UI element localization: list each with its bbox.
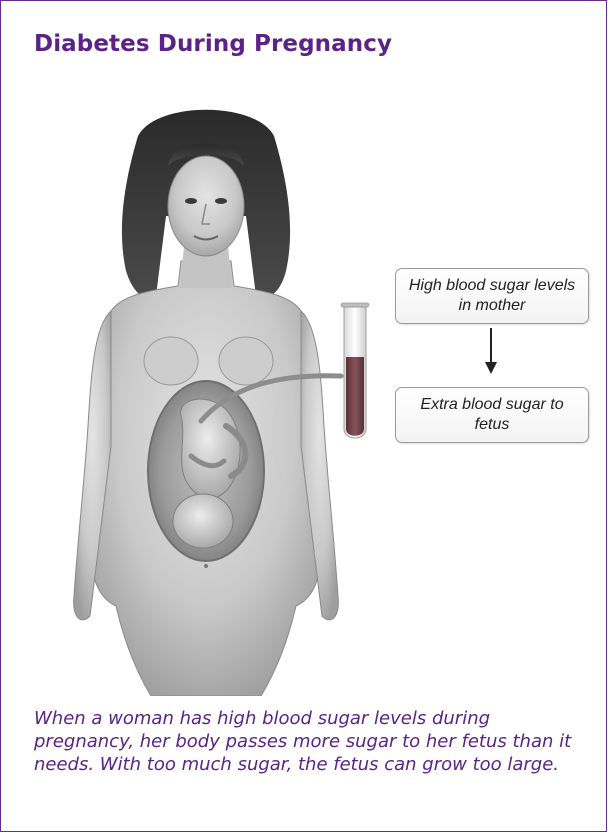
left-eye: [185, 198, 197, 204]
page-title: Diabetes During Pregnancy: [34, 31, 392, 57]
caption: When a woman has high blood sugar levels…: [34, 707, 574, 776]
flow-step-high-blood-sugar: High blood sugar levels in mother: [395, 268, 589, 324]
arrow-down-icon: [483, 328, 499, 376]
right-eye: [215, 198, 227, 204]
navel: [204, 564, 208, 568]
breast-left: [144, 337, 198, 385]
flow-step-extra-sugar-to-fetus: Extra blood sugar to fetus: [395, 387, 589, 443]
blood-supply-connector: [196, 366, 346, 426]
test-tube-icon: [337, 301, 373, 446]
